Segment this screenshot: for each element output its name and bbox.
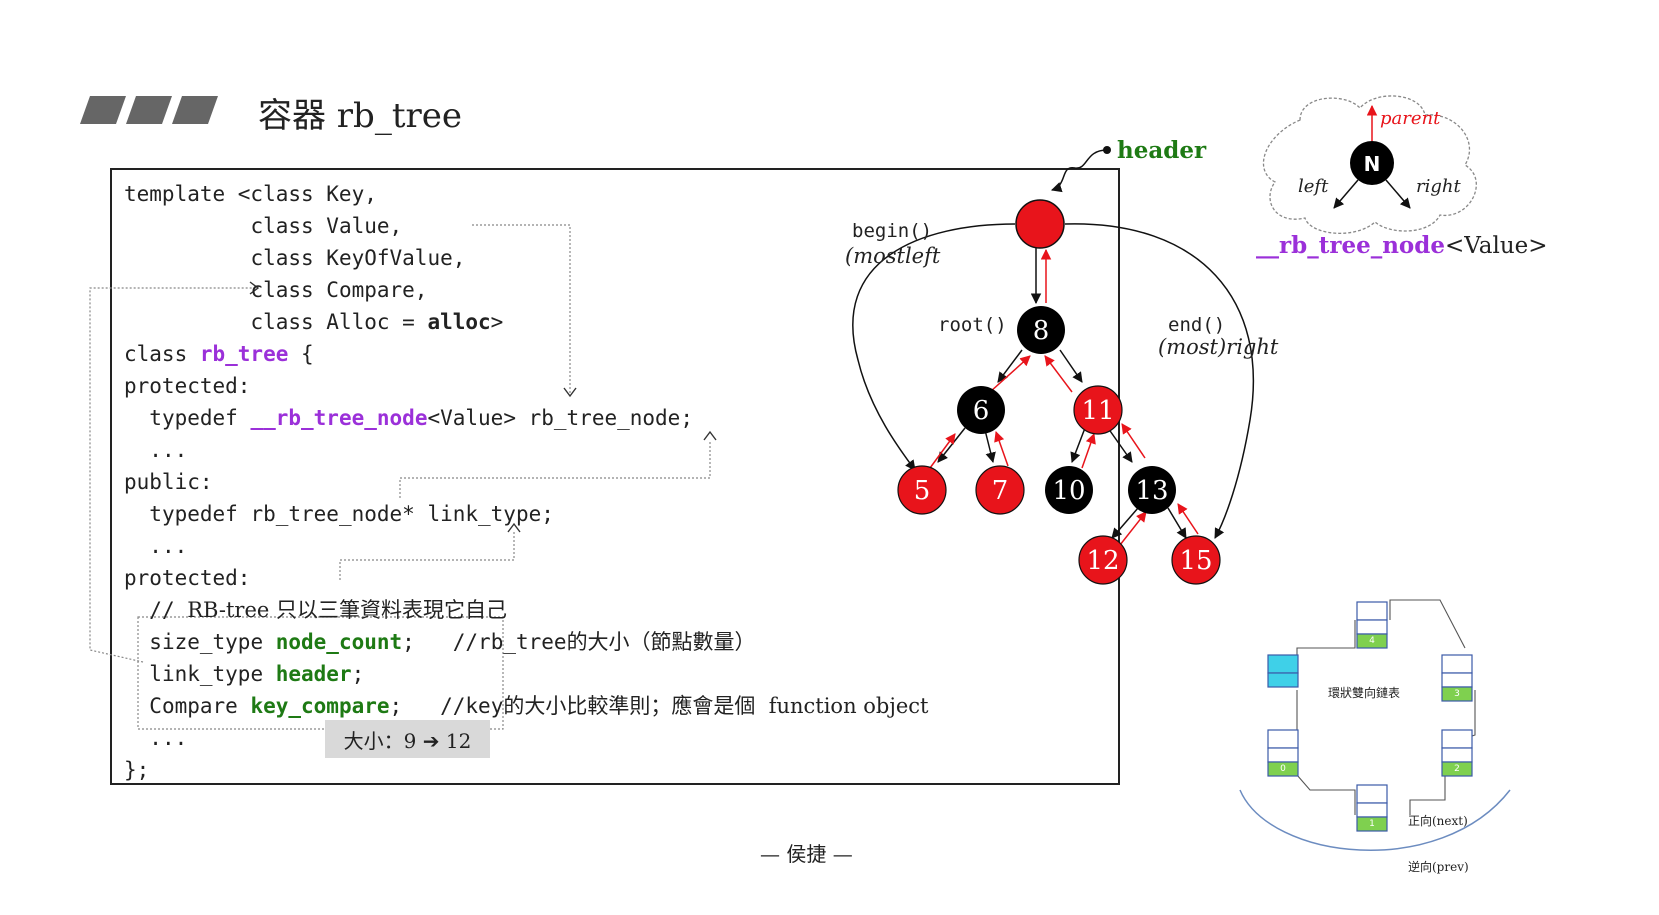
alloc-keyword: alloc — [427, 310, 491, 334]
node-label: 11 — [1081, 396, 1114, 426]
code-token: typedef — [149, 406, 251, 430]
code-line: public: — [124, 470, 213, 494]
node-label: 12 — [1086, 546, 1119, 576]
code-line: }; — [124, 758, 150, 782]
code-token: { — [288, 342, 314, 366]
node-caption-name: __rb_tree_node — [1256, 232, 1445, 259]
code-token: size_type — [149, 630, 276, 654]
node-caption-suffix: <Value> — [1445, 233, 1548, 259]
code-line: class Alloc = — [250, 310, 428, 334]
tree-node-7 — [975, 465, 1025, 515]
header-label: header — [1117, 137, 1207, 164]
rb-tree-name: rb_tree — [199, 342, 289, 366]
list-cell-label: 2 — [1454, 764, 1460, 774]
code-line: template <class Key, — [124, 182, 377, 206]
code-line: protected: — [124, 566, 251, 590]
code-ellipsis: ... — [149, 534, 188, 558]
node-label: 10 — [1052, 476, 1085, 506]
node-label: 13 — [1135, 476, 1168, 506]
tree-node-10 — [1045, 466, 1093, 514]
node-n-circle — [1350, 141, 1394, 185]
header-node — [1015, 199, 1065, 249]
begin-sub-label: (mostleft — [845, 244, 941, 268]
end-sub-label: (most)right — [1158, 335, 1279, 359]
code-panel — [110, 168, 1120, 785]
node-label: 6 — [973, 396, 990, 426]
code-token: ; — [351, 662, 365, 686]
node-letter: N — [1364, 152, 1381, 176]
node-caption: __rb_tree_node<Value> — [1256, 232, 1548, 259]
tree-node-11 — [1073, 385, 1123, 435]
key-compare-field: key_compare — [250, 694, 390, 718]
end-label: end() — [1168, 314, 1226, 336]
rb-tree-node-name: __rb_tree_node — [250, 406, 428, 430]
node-label: 8 — [1033, 316, 1050, 346]
prev-label: 逆向(prev) — [1408, 860, 1469, 874]
begin-label: begin() — [852, 220, 933, 242]
code-ellipsis: ... — [149, 438, 188, 462]
node-label: 15 — [1179, 546, 1212, 576]
code-token: class — [124, 342, 200, 366]
comment-text: 的大小比較準則；應會是個 function object — [503, 694, 929, 718]
code-token: //rb_tree — [452, 630, 567, 654]
tree-node-12 — [1078, 535, 1128, 585]
code-token: ; — [402, 630, 415, 654]
code-line: class Value, — [250, 214, 403, 238]
list-cell-label: 0 — [1280, 764, 1286, 774]
tree-node-6 — [957, 386, 1005, 434]
code-token: link_type — [149, 662, 276, 686]
tree-node-5 — [897, 465, 947, 515]
code-line: typedef rb_tree_node* link_type; — [149, 502, 554, 526]
comment-text: 的大小（節點數量） — [566, 630, 756, 654]
page-title: 容器 rb_tree — [258, 96, 462, 136]
title-decoration — [80, 96, 218, 124]
code-line: class KeyOfValue, — [250, 246, 466, 270]
code-ellipsis: ... — [149, 726, 188, 750]
parent-label: parent — [1380, 108, 1441, 129]
footer-author: — 侯捷 — — [760, 842, 853, 866]
comment-text: RB-tree 只以三筆資料表現它自己 — [187, 598, 507, 622]
right-label: right — [1416, 176, 1461, 197]
node-count-field: node_count — [275, 630, 403, 654]
code-listing: template <class Key, class Value, class … — [124, 178, 929, 786]
list-center-label: 環狀雙向鏈表 — [1328, 686, 1401, 700]
code-token: //key — [440, 694, 504, 718]
code-line: class Compare, — [250, 278, 428, 302]
code-token: Compare — [149, 694, 251, 718]
list-cell-label: 1 — [1369, 819, 1375, 829]
next-label: 正向(next) — [1408, 814, 1468, 828]
code-token: ; — [389, 694, 403, 718]
code-token: <Value> rb_tree_node; — [427, 406, 693, 430]
tree-node-13 — [1128, 466, 1176, 514]
code-line: protected: — [124, 374, 251, 398]
tree-node-15 — [1171, 535, 1221, 585]
list-cell-label: 3 — [1454, 689, 1460, 699]
code-token: > — [490, 310, 504, 334]
header-field: header — [275, 662, 352, 686]
code-token: // — [149, 598, 188, 622]
tree-node-8 — [1017, 306, 1065, 354]
node-label: 5 — [914, 476, 931, 506]
list-cell-label: 4 — [1369, 636, 1375, 646]
left-label: left — [1298, 176, 1329, 197]
size-badge: 大小：9 ➔ 12 — [325, 720, 490, 758]
node-label: 7 — [992, 476, 1009, 506]
root-label: root() — [938, 314, 1007, 336]
